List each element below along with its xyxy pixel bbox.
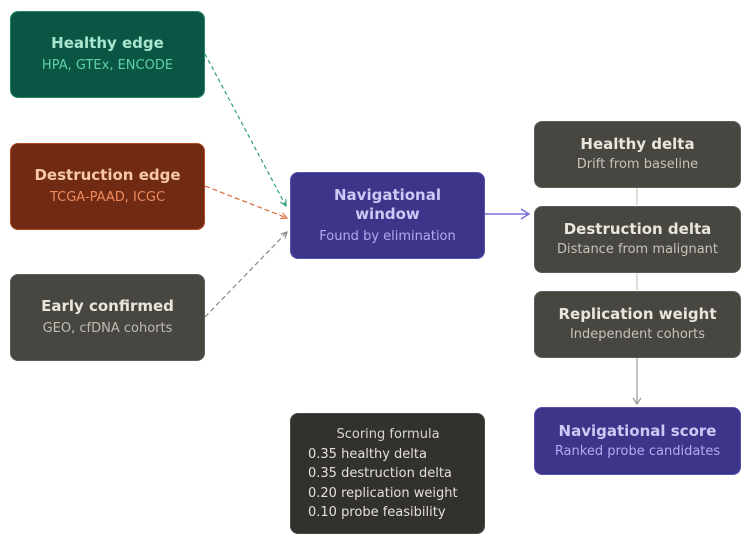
node-subtitle: GEO, cfDNA cohorts xyxy=(42,321,173,336)
node-subtitle: Ranked probe candidates xyxy=(554,443,721,459)
node-subtitle: TCGA-PAAD, ICGC xyxy=(49,190,166,205)
formula-line: 0.20 replication weight xyxy=(308,485,458,501)
node-destruction-delta[interactable]: Destruction delta Distance from malignan… xyxy=(534,206,741,273)
formula-line: 0.35 destruction delta xyxy=(308,466,452,481)
node-subtitle: Independent cohorts xyxy=(569,327,706,342)
node-title-line2: window xyxy=(355,204,420,223)
node-navigational-window[interactable]: Navigational window Found by elimination xyxy=(290,172,485,259)
node-title: Healthy delta xyxy=(580,135,695,153)
arrow-early-confirmed-to-window xyxy=(204,232,287,318)
node-healthy-edge[interactable]: Healthy edge HPA, GTEx, ENCODE xyxy=(10,11,205,98)
node-subtitle: Drift from baseline xyxy=(576,157,699,172)
formula-line: 0.10 probe feasibility xyxy=(308,505,446,520)
node-destruction-edge[interactable]: Destruction edge TCGA-PAAD, ICGC xyxy=(10,143,205,230)
node-subtitle: HPA, GTEx, ENCODE xyxy=(41,58,174,73)
node-title-line1: Navigational xyxy=(333,185,441,204)
node-title: Destruction edge xyxy=(34,166,181,184)
node-healthy-delta[interactable]: Healthy delta Drift from baseline xyxy=(534,121,741,188)
formula-title: Scoring formula xyxy=(336,426,440,442)
node-title: Early confirmed xyxy=(41,297,174,315)
node-subtitle: Found by elimination xyxy=(319,228,456,244)
node-title: Navigational score xyxy=(558,421,717,440)
node-navigational-score[interactable]: Navigational score Ranked probe candidat… xyxy=(534,407,741,475)
node-replication-weight[interactable]: Replication weight Independent cohorts xyxy=(534,291,741,358)
scoring-formula-box: Scoring formula 0.35 healthy delta 0.35 … xyxy=(290,413,485,534)
node-title: Healthy edge xyxy=(51,34,164,52)
node-subtitle: Distance from malignant xyxy=(556,242,718,257)
arrow-destruction-edge-to-window xyxy=(204,185,287,218)
node-early-confirmed[interactable]: Early confirmed GEO, cfDNA cohorts xyxy=(10,274,205,361)
arrow-healthy-edge-to-window xyxy=(204,53,286,206)
node-title: Destruction delta xyxy=(563,220,712,238)
formula-line: 0.35 healthy delta xyxy=(308,446,427,462)
node-title: Replication weight xyxy=(558,305,717,323)
